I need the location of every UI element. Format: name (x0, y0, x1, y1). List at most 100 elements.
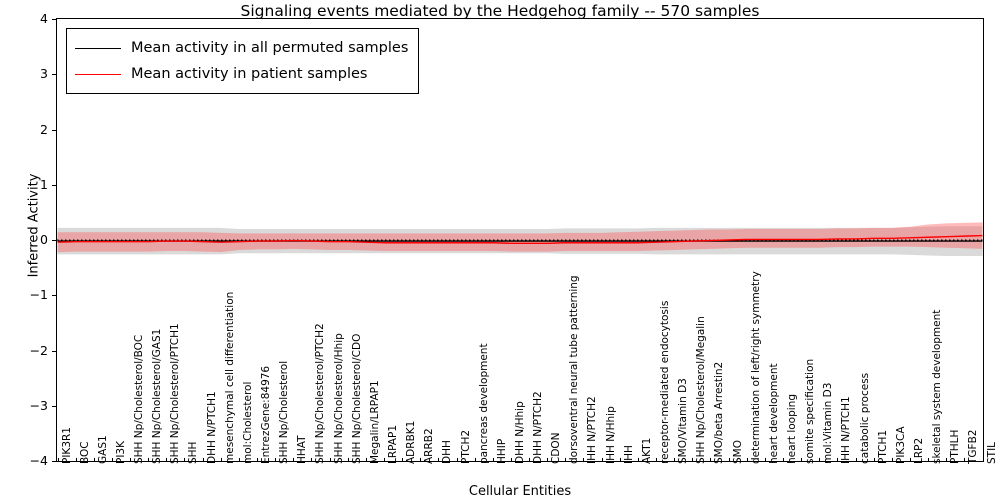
x-tick-label: SHH Np/Cholesterol/Hhip (332, 333, 345, 464)
x-tick-mark (692, 458, 694, 462)
x-tick-mark (402, 458, 404, 462)
x-tick-label: SHH Np/Cholesterol/BOC (133, 334, 146, 464)
y-tick-label: 1 (40, 176, 48, 192)
x-tick-mark (982, 458, 984, 462)
x-tick-mark (456, 458, 458, 462)
x-tick-mark (565, 458, 567, 462)
y-tick-mark (52, 19, 56, 20)
plot-svg (57, 222, 983, 257)
x-tick-label: IHH N/Hhip (604, 406, 617, 464)
x-tick-mark (547, 458, 549, 462)
chart-legend: Mean activity in all permuted samples Me… (66, 28, 420, 94)
x-tick-label: receptor-mediated endocytosis (659, 300, 672, 464)
x-tick-label: pancreas development (477, 343, 490, 464)
x-tick-mark (293, 458, 295, 462)
x-tick-mark (275, 458, 277, 462)
x-tick-label: LRP2 (912, 437, 925, 464)
x-tick-mark (130, 458, 132, 462)
y-tick-label: 4 (40, 11, 48, 26)
x-tick-mark (710, 458, 712, 462)
x-tick-mark (656, 458, 658, 462)
x-tick-mark (383, 458, 385, 462)
x-tick-mark (57, 458, 59, 462)
x-tick-label: SMO/Vitamin D3 (677, 378, 690, 464)
x-tick-label: CDON (550, 432, 563, 464)
x-tick-mark (257, 458, 258, 462)
x-tick-label: determination of left/right symmetry (749, 271, 762, 464)
x-tick-mark (619, 458, 621, 462)
legend-swatch-patient (75, 73, 121, 75)
x-tick-mark (601, 458, 603, 462)
x-tick-mark (238, 458, 240, 462)
x-tick-mark (728, 458, 730, 462)
x-tick-label: HHIP (495, 438, 508, 464)
x-tick-label: catabolic process (858, 372, 871, 464)
y-tick-label: −2 (29, 342, 48, 358)
x-tick-mark (764, 458, 766, 462)
x-tick-mark (347, 458, 349, 462)
x-tick-label: PIK3R1 (60, 427, 73, 464)
legend-item-patient: Mean activity in patient samples (75, 61, 408, 87)
x-tick-mark (420, 458, 422, 462)
y-tick-label: 0 (40, 232, 48, 247)
x-tick-mark (819, 458, 821, 462)
y-tick-mark (52, 350, 56, 352)
x-tick-label: dorsoventral neural tube patterning (568, 275, 581, 464)
x-tick-label: SHH Np/Cholesterol/Megalin (695, 316, 708, 464)
x-tick-label: mol:Vitamin D3 (822, 382, 835, 464)
x-tick-label: SHH Np/Cholesterol/CDO (350, 333, 363, 464)
x-tick-label: mol:Cholesterol (241, 381, 254, 464)
y-tick-label: −1 (29, 287, 48, 303)
x-tick-mark (111, 458, 113, 462)
x-tick-label: SMO/beta Arrestin2 (713, 361, 726, 464)
x-tick-label: SHH (187, 441, 200, 464)
chart-title: Signaling events mediated by the Hedgeho… (240, 2, 760, 20)
x-tick-label: PTCH1 (876, 429, 889, 464)
x-tick-mark (184, 458, 186, 462)
x-tick-label: TGFB2 (967, 429, 980, 464)
x-tick-label: SHH Np/Cholesterol/PTCH1 (169, 323, 182, 464)
x-tick-mark (529, 458, 531, 462)
x-tick-mark (873, 458, 875, 462)
confidence-band-patient (57, 222, 983, 253)
x-tick-mark (855, 458, 857, 462)
x-tick-label: PIK3CA (894, 426, 907, 464)
y-tick-mark (52, 240, 56, 241)
y-tick-mark (52, 295, 56, 297)
y-tick-mark (52, 461, 56, 462)
y-tick-mark (52, 74, 56, 76)
legend-label-permuted: Mean activity in all permuted samples (131, 40, 409, 56)
x-tick-label: DHH N/Hhip (513, 401, 526, 464)
x-tick-mark (909, 458, 911, 462)
x-tick-label: IHH N/PTCH1 (840, 396, 853, 464)
x-tick-label: PTCH2 (459, 429, 472, 464)
x-tick-label: DHH N/PTCH2 (532, 391, 545, 464)
y-tick-label: −4 (29, 453, 48, 468)
x-tick-mark (964, 458, 966, 462)
x-tick-mark (166, 458, 168, 462)
x-tick-mark (837, 458, 839, 462)
x-tick-mark (746, 458, 748, 462)
y-tick-mark (52, 405, 56, 407)
x-tick-mark (438, 458, 440, 462)
x-tick-label: SHH Np/Cholesterol/GAS1 (151, 328, 164, 464)
x-tick-mark (674, 458, 676, 462)
x-tick-label: STIL (985, 441, 998, 464)
x-tick-label: heart looping (785, 394, 798, 464)
x-tick-mark (583, 458, 585, 462)
y-tick-mark (52, 129, 56, 131)
x-tick-label: SMO (731, 440, 744, 464)
x-tick-mark (474, 458, 476, 462)
x-tick-label: ADRBK1 (405, 420, 418, 464)
x-tick-mark (801, 458, 803, 462)
x-tick-label: heart development (767, 363, 780, 464)
y-tick-mark (52, 184, 56, 186)
x-tick-mark (891, 458, 893, 462)
x-tick-label: DHH (441, 440, 454, 464)
legend-item-permuted: Mean activity in all permuted samples (75, 35, 408, 61)
y-tick-label: 2 (40, 121, 48, 137)
x-tick-mark (782, 458, 784, 462)
x-tick-label: SHH Np/Cholesterol/PTCH2 (314, 323, 327, 464)
x-tick-label: IHH (622, 445, 635, 464)
